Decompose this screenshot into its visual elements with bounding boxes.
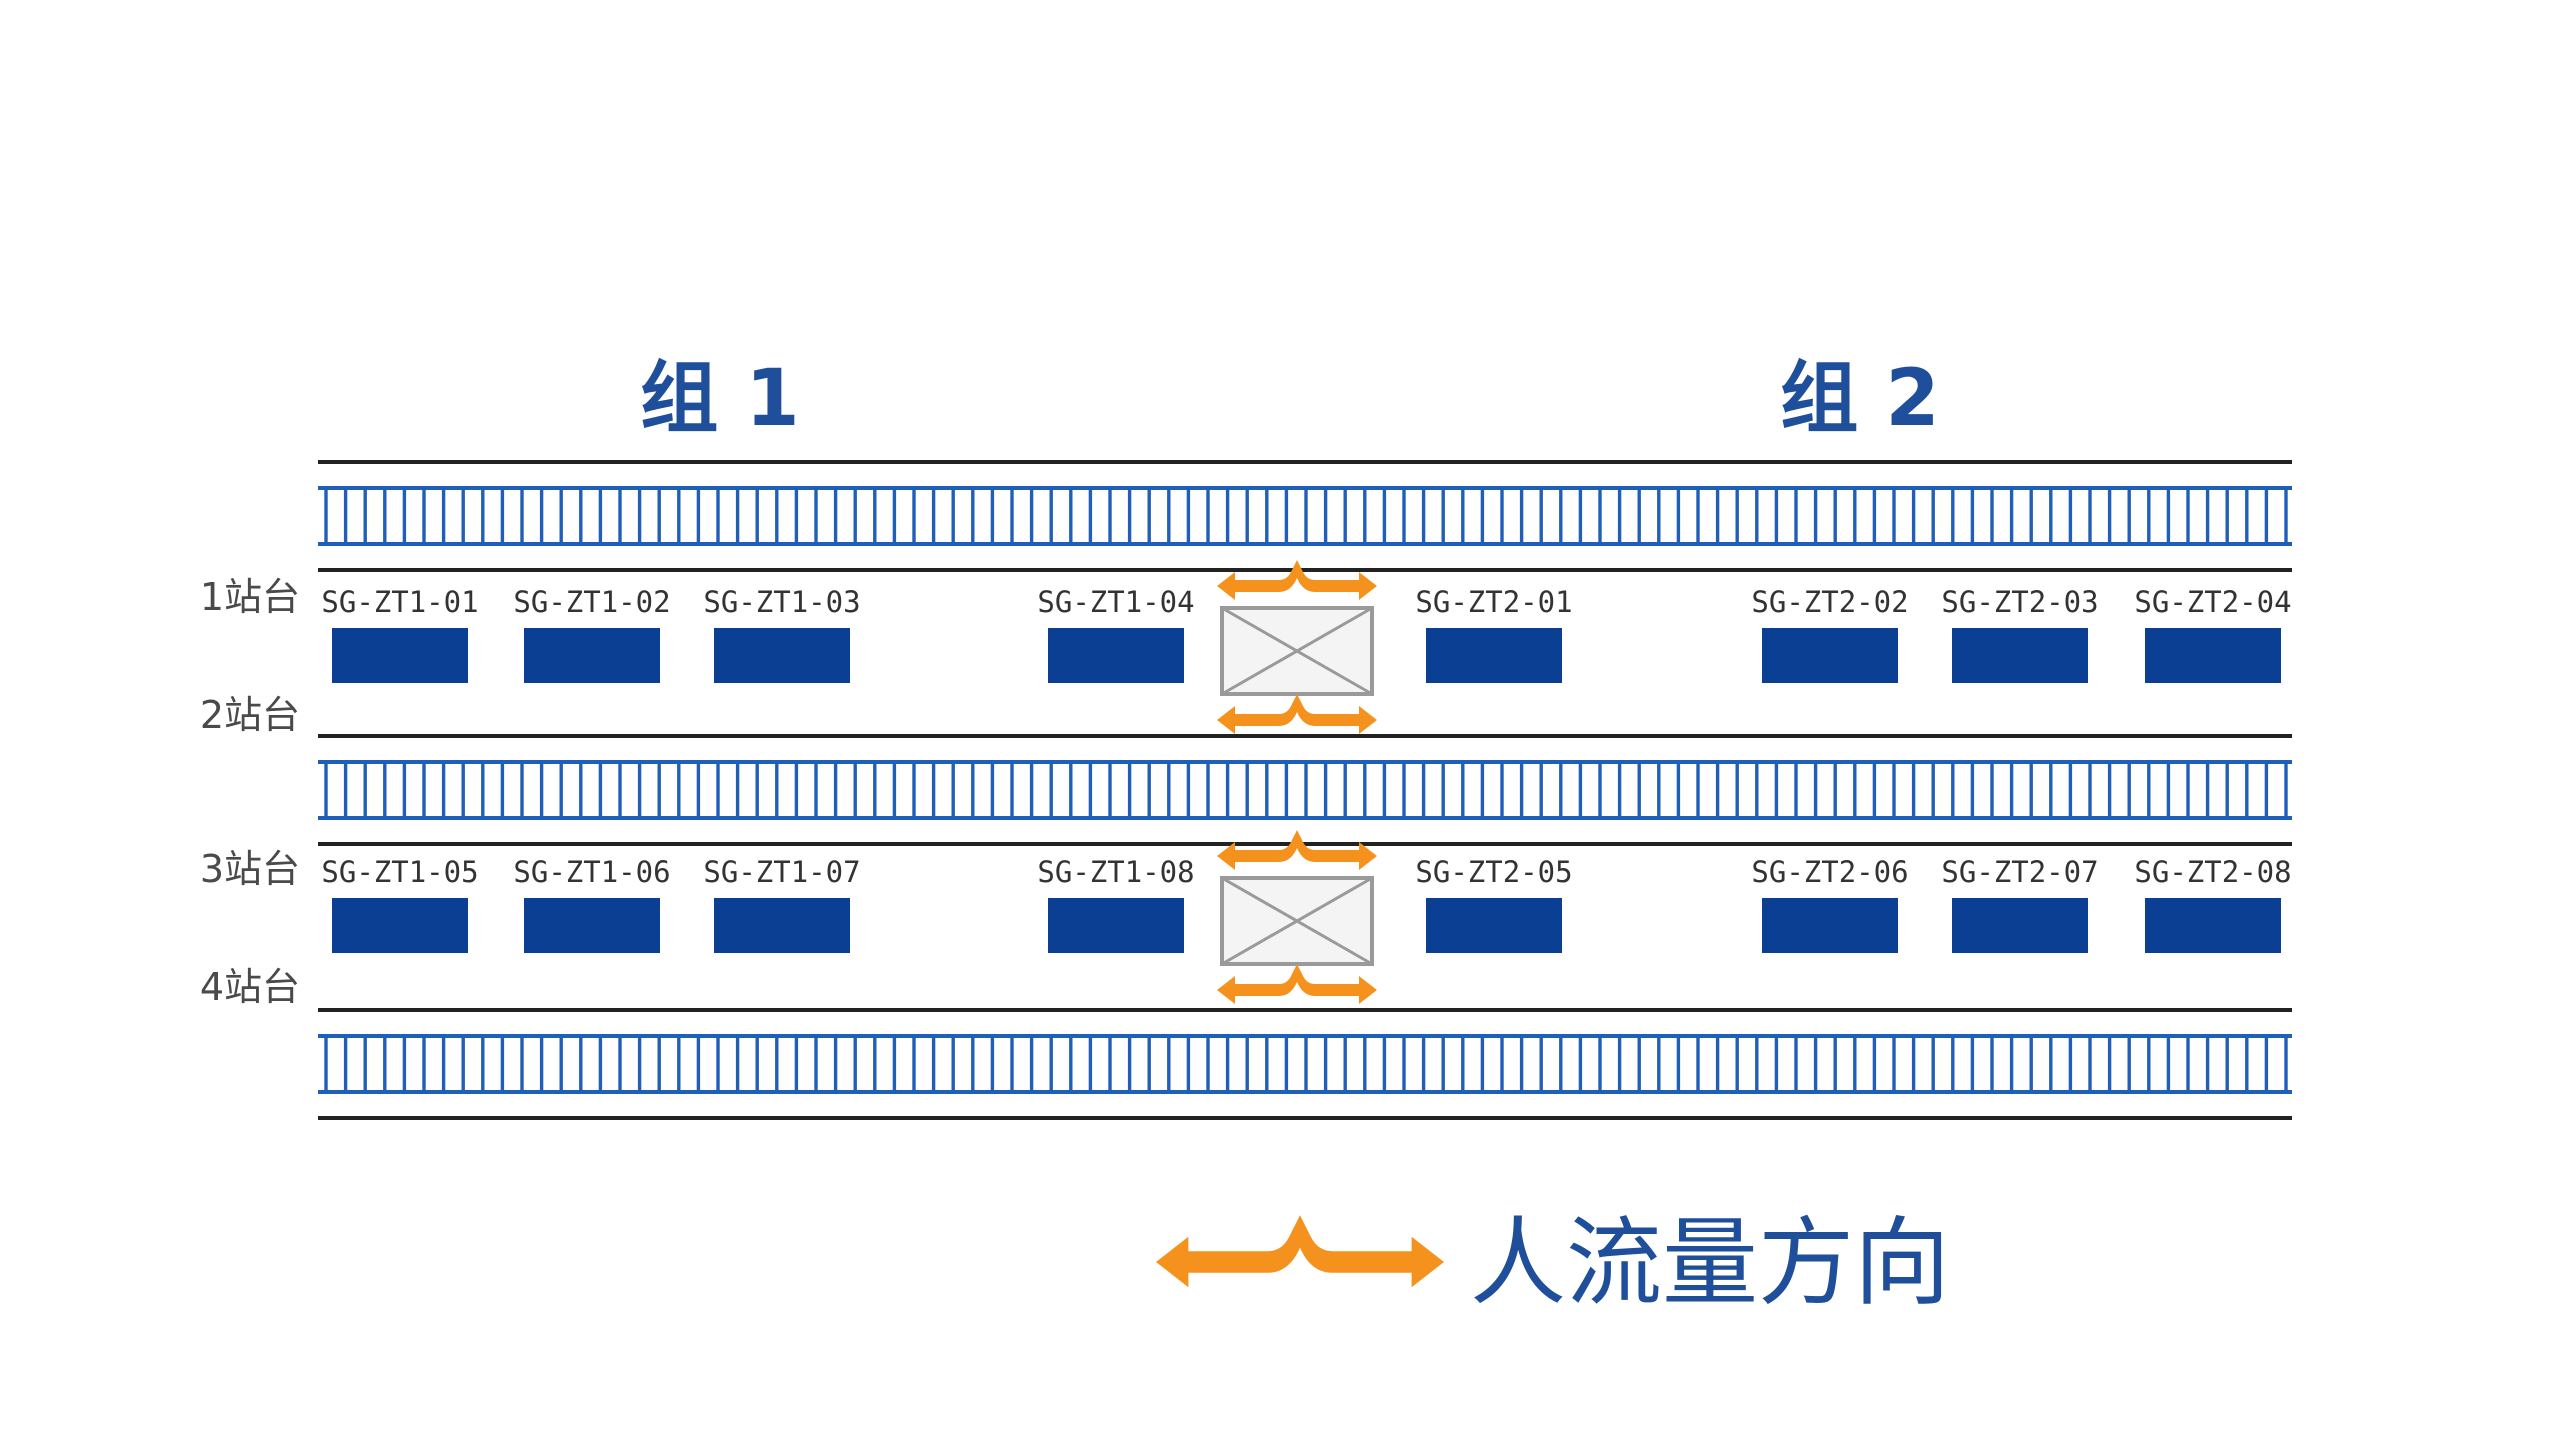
- flow-arrow-icon: [1217, 694, 1377, 734]
- legend-arrow-icon: [1156, 1215, 1444, 1288]
- group-title-1: 组 1: [640, 354, 799, 444]
- track-1: [318, 460, 2292, 572]
- gate-block: [714, 628, 850, 683]
- gate-label: SG-ZT1-07: [703, 855, 860, 889]
- gate-label: SG-ZT2-08: [2134, 855, 2291, 889]
- track-ties: [324, 488, 2288, 544]
- gate: SG-ZT1-02: [513, 585, 671, 683]
- gate-row-2: SG-ZT1-05 SG-ZT1-06 SG-ZT1-07 SG-ZT1-08 SG-Z…: [321, 855, 2292, 953]
- gate: SG-ZT2-02: [1751, 585, 1909, 683]
- gate: SG-ZT2-04: [2134, 585, 2292, 683]
- gate: SG-ZT2-07: [1941, 855, 2099, 953]
- gate-block: [332, 628, 468, 683]
- gate-label: SG-ZT1-06: [513, 855, 670, 889]
- gate: SG-ZT1-01: [321, 585, 479, 683]
- gate-label: SG-ZT2-02: [1751, 585, 1908, 619]
- gate-label: SG-ZT1-08: [1037, 855, 1194, 889]
- legend: 人流量方向: [1156, 1207, 1950, 1319]
- gate-block: [524, 898, 660, 953]
- track-2: [318, 734, 2292, 846]
- gate: SG-ZT2-01: [1415, 585, 1573, 683]
- platform-label-3: 3站台: [200, 847, 300, 891]
- gate-block: [1952, 628, 2088, 683]
- platform-label-1: 1站台: [200, 575, 300, 619]
- gate-label: SG-ZT2-06: [1751, 855, 1908, 889]
- gate-label: SG-ZT2-07: [1941, 855, 2098, 889]
- stairwell-layer: [1217, 560, 1377, 1004]
- stairwell-icon: [1220, 876, 1374, 966]
- gate-block: [1762, 628, 1898, 683]
- gate: SG-ZT1-08: [1037, 855, 1195, 953]
- track-3: [318, 1008, 2292, 1120]
- track-layer: [318, 460, 2292, 1120]
- gate-block: [524, 628, 660, 683]
- gate: SG-ZT2-05: [1415, 855, 1573, 953]
- flow-arrow-icon: [1217, 964, 1377, 1004]
- track-ties: [324, 1036, 2288, 1092]
- gate: SG-ZT2-08: [2134, 855, 2292, 953]
- gate-block: [1048, 628, 1184, 683]
- stairwell-2: [1217, 830, 1377, 1004]
- stairwell-1: [1217, 560, 1377, 734]
- gate-label: SG-ZT2-04: [2134, 585, 2291, 619]
- gate-block: [2145, 628, 2281, 683]
- gate-block: [1762, 898, 1898, 953]
- gate-block: [1048, 898, 1184, 953]
- flow-arrow-icon: [1217, 560, 1377, 600]
- gate-block: [714, 898, 850, 953]
- gate: SG-ZT1-06: [513, 855, 671, 953]
- gate: SG-ZT1-03: [703, 585, 861, 683]
- gate-block: [1426, 898, 1562, 953]
- gate-block: [2145, 898, 2281, 953]
- stairwell-icon: [1220, 606, 1374, 696]
- gate-label: SG-ZT1-03: [703, 585, 860, 619]
- gate-block: [1426, 628, 1562, 683]
- gate-label: SG-ZT2-05: [1415, 855, 1572, 889]
- platform-label-2: 2站台: [200, 693, 300, 737]
- gate: SG-ZT2-03: [1941, 585, 2099, 683]
- group-title-2: 组 2: [1780, 354, 1939, 444]
- legend-label: 人流量方向: [1470, 1207, 1950, 1319]
- gate-label: SG-ZT2-03: [1941, 585, 2098, 619]
- gate: SG-ZT1-04: [1037, 585, 1195, 683]
- gate: SG-ZT1-05: [321, 855, 479, 953]
- gate-label: SG-ZT2-01: [1415, 585, 1572, 619]
- gate-label: SG-ZT1-04: [1037, 585, 1194, 619]
- gate-label: SG-ZT1-01: [321, 585, 478, 619]
- gate-row-1: SG-ZT1-01 SG-ZT1-02 SG-ZT1-03 SG-ZT1-04 SG-Z…: [321, 585, 2292, 683]
- gate-label: SG-ZT1-05: [321, 855, 478, 889]
- gate-block: [332, 898, 468, 953]
- track-ties: [324, 762, 2288, 818]
- gate: SG-ZT2-06: [1751, 855, 1909, 953]
- flow-arrow-icon: [1217, 830, 1377, 870]
- platform-label-4: 4站台: [200, 965, 300, 1009]
- gate-block: [1952, 898, 2088, 953]
- gate: SG-ZT1-07: [703, 855, 861, 953]
- gate-label: SG-ZT1-02: [513, 585, 670, 619]
